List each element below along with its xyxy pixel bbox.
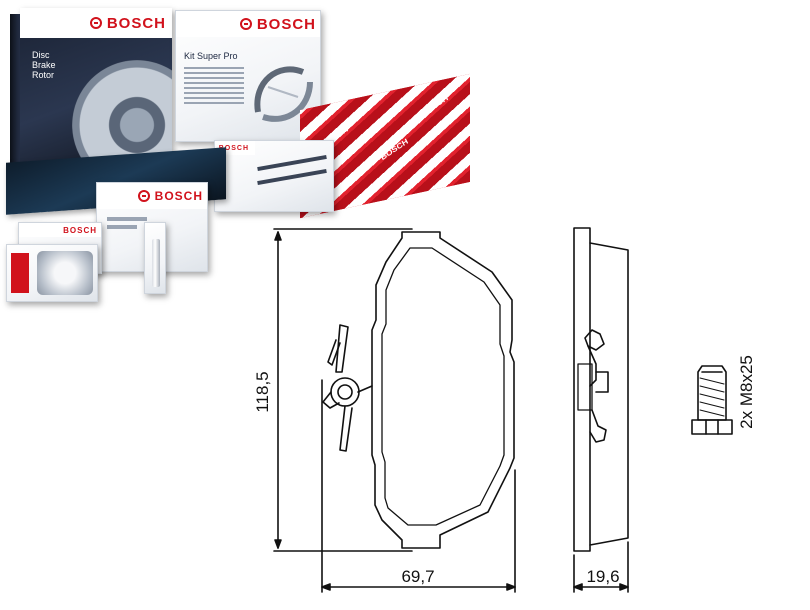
spark-plug-tube [144, 222, 166, 294]
thickness-label: 19,6 [586, 567, 619, 586]
wear-indicator [335, 324, 349, 373]
bosch-logo-icon [239, 18, 252, 30]
product-boxes-collage: BOSCH Disc Brake Rotor BOSCH Kit Super P… [0, 0, 480, 302]
brake-shoe-image [254, 66, 313, 122]
bosch-logo-icon [137, 190, 150, 202]
disc-brake-rotor-box: BOSCH Disc Brake Rotor [10, 8, 172, 166]
kit-box-text-lines [184, 67, 244, 107]
filter-box [6, 244, 98, 302]
kit-box-brand: BOSCH [256, 15, 316, 33]
small-box-brand: BOSCH [63, 225, 97, 235]
bosch-logo-icon [89, 17, 102, 29]
bolt-label: 2x M8x25 [737, 355, 756, 429]
brake-pad-outline [371, 231, 515, 549]
height-label: 118,5 [253, 371, 272, 412]
kit-box-title: Kit Super Pro [184, 51, 238, 61]
brake-pad-side-view [573, 227, 629, 552]
wiper-blade-box: BOSCH [214, 140, 334, 212]
rotor-box-title: Disc Brake Rotor [32, 50, 56, 80]
spark-plug-box-brand: BOSCH [154, 189, 203, 203]
rotor-title-line-3: Rotor [32, 70, 55, 80]
rotor-title-line-1: Disc [32, 50, 50, 60]
rotor-title-line-2: Brake [32, 60, 56, 70]
bolt-icon [691, 365, 733, 435]
spark-plug-image [152, 239, 160, 287]
width-label: 69,7 [401, 567, 434, 586]
rotor-box-brand: BOSCH [106, 14, 166, 32]
filter-image [37, 251, 93, 295]
wiper-box-brand: BOSCH [218, 144, 249, 152]
spark-plug-box: BOSCH [96, 182, 208, 272]
